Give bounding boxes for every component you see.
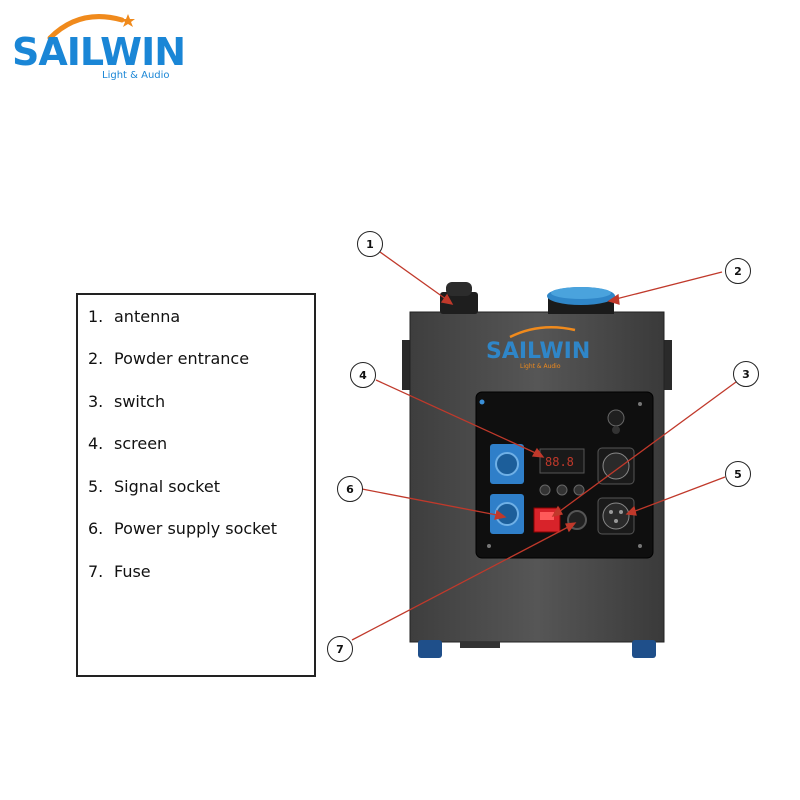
- legend-item: 1. antenna: [88, 307, 180, 326]
- power-in-socket: [490, 444, 524, 484]
- legend-item-number: 5.: [88, 477, 104, 496]
- callout-1: 1: [357, 231, 383, 257]
- logo-swoosh-icon: [47, 14, 135, 41]
- powder-entrance-icon: [547, 287, 615, 314]
- brand-logo: SAILWIN Light & Audio: [10, 8, 186, 88]
- leader-lines: [351, 251, 737, 641]
- legend-item-number: 7.: [88, 562, 104, 581]
- signal-socket-out: [597, 497, 635, 535]
- legend-item-number: 1.: [88, 307, 104, 326]
- power-supply-socket: [490, 494, 524, 534]
- legend-item-label: Power supply socket: [114, 519, 277, 538]
- legend-item-label: antenna: [114, 307, 181, 326]
- device-logo: SAILWIN Light & Audio: [486, 325, 590, 370]
- right-foot: [632, 640, 656, 658]
- legend-item: 3. switch: [88, 392, 165, 411]
- legend-item: 5. Signal socket: [88, 477, 220, 496]
- logo-tagline: Light & Audio: [102, 70, 170, 81]
- indicator-led: [479, 399, 485, 405]
- antenna-icon: [440, 282, 478, 314]
- left-handle: [402, 340, 412, 390]
- legend-item-label: Fuse: [114, 562, 151, 581]
- legend-item-number: 6.: [88, 519, 104, 538]
- parts-legend: 1. antenna 2. Powder entrance 3. switch 4. s…: [76, 293, 316, 677]
- legend-item-label: screen: [114, 434, 168, 453]
- menu-button[interactable]: [539, 484, 551, 496]
- legend-item-number: 4.: [88, 434, 104, 453]
- callout-6: 6: [337, 476, 363, 502]
- callout-2: 2: [725, 258, 751, 284]
- callout-4: 4: [350, 362, 376, 388]
- legend-item-number: 3.: [88, 392, 104, 411]
- device-logo-tagline: Light & Audio: [520, 363, 561, 370]
- logo-wordmark: SAILWIN: [12, 30, 186, 74]
- down-button[interactable]: [573, 484, 585, 496]
- legend-item: 4. screen: [88, 434, 167, 453]
- screen-digits: 88.8: [545, 455, 574, 469]
- callout-3: 3: [733, 361, 759, 387]
- legend-item-label: Signal socket: [114, 477, 220, 496]
- legend-item: 2. Powder entrance: [88, 349, 249, 368]
- power-button-icon: [607, 409, 625, 434]
- signal-socket-in: [597, 447, 635, 485]
- legend-item-label: switch: [114, 392, 166, 411]
- up-button[interactable]: [556, 484, 568, 496]
- right-handle: [662, 340, 672, 390]
- legend-item: 7. Fuse: [88, 562, 151, 581]
- legend-item-number: 2.: [88, 349, 104, 368]
- device-logo-wordmark: SAILWIN: [486, 339, 590, 364]
- callout-7: 7: [327, 636, 353, 662]
- screen: [539, 448, 585, 474]
- left-foot: [418, 640, 442, 658]
- legend-item: 6. Power supply socket: [88, 519, 277, 538]
- legend-item-label: Powder entrance: [114, 349, 250, 368]
- callout-5: 5: [725, 461, 751, 487]
